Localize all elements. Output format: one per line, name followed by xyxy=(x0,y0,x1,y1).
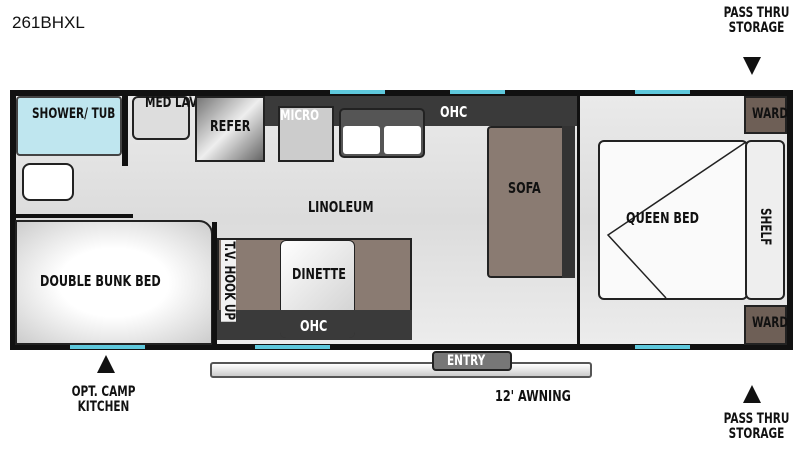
window xyxy=(635,345,690,349)
arrow-up-icon xyxy=(97,355,115,373)
sink-basin xyxy=(384,126,421,154)
shelf-label: SHELF xyxy=(757,208,773,246)
wall xyxy=(122,96,128,166)
micro-label: MICRO xyxy=(280,108,320,124)
wall xyxy=(577,96,580,344)
tv-hookup-label: T.V. HOOK UP xyxy=(220,240,237,322)
pass-thru-storage-bottom-label: PASS THRU STORAGE xyxy=(723,411,790,443)
window xyxy=(635,90,690,94)
window xyxy=(70,345,145,349)
arrow-up-icon xyxy=(743,385,761,403)
ohc-bottom-label: OHC xyxy=(300,317,328,335)
sofa xyxy=(487,126,575,278)
wardrobe-top xyxy=(744,96,787,134)
awning-label: 12' AWNING xyxy=(495,387,571,405)
ward-top-label: WARD xyxy=(752,106,789,122)
queen-bed-label: QUEEN BED xyxy=(626,209,700,227)
med-lav xyxy=(132,96,190,140)
arrow-down-icon xyxy=(743,57,761,75)
wardrobe-bottom xyxy=(744,305,787,345)
bed-sheet-fold xyxy=(606,141,747,299)
refrigerator xyxy=(195,96,265,162)
awning xyxy=(210,362,592,378)
sink-basin xyxy=(343,126,380,154)
window xyxy=(330,90,385,94)
window xyxy=(450,90,505,94)
entry-door[interactable] xyxy=(432,351,512,371)
med-lav-label: MED LAV xyxy=(145,95,198,111)
sofa-label: SOFA xyxy=(508,179,541,197)
dinette-table-ohc xyxy=(280,310,355,338)
ohc-top-label: OHC xyxy=(440,103,468,121)
toilet-icon xyxy=(22,163,74,201)
double-bunk-label: DOUBLE BUNK BED xyxy=(40,272,161,290)
model-title: 261BHXL xyxy=(12,13,85,32)
dinette-label: DINETTE xyxy=(292,265,346,283)
refer-label: REFER xyxy=(210,117,251,135)
wall xyxy=(15,214,133,218)
pass-thru-storage-top-label: PASS THRU STORAGE xyxy=(723,5,790,37)
double-bunk-bed xyxy=(15,220,213,345)
shelf xyxy=(745,140,785,300)
entry-label: ENTRY xyxy=(447,353,486,369)
window xyxy=(255,345,330,349)
linoleum-label: LINOLEUM xyxy=(308,198,374,216)
shower-tub-label: SHOWER/ TUB xyxy=(32,106,116,122)
camp-kitchen-label: OPT. CAMP KITCHEN xyxy=(71,384,136,416)
shower-tub xyxy=(16,96,122,156)
wall xyxy=(212,222,217,346)
sofa-back xyxy=(562,126,575,278)
ward-bottom-label: WARD xyxy=(752,315,789,331)
stove-microwave xyxy=(278,106,334,162)
